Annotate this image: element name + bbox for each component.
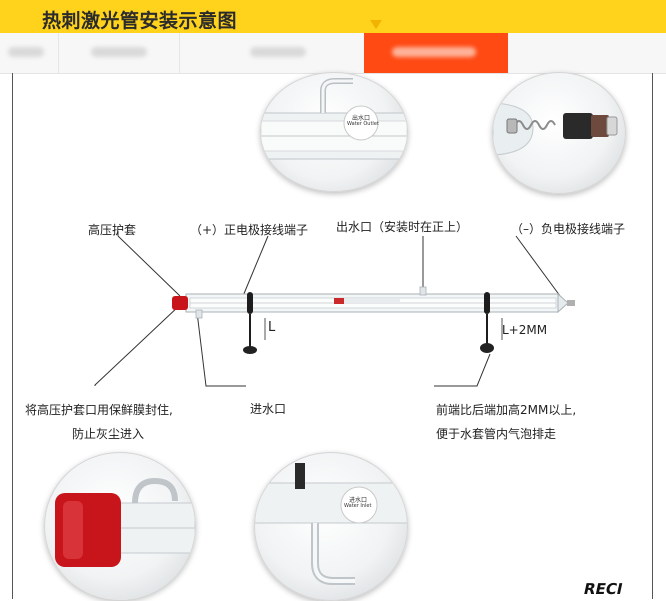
water-inlet-closeup: 进水口 Water Inlet [254,452,408,601]
active-tab-indicator-icon [370,20,382,29]
label-mark-l2: L+2MM [502,323,548,337]
label-water-outlet: 出水口（安装时在正上） [336,220,469,234]
label-negative-terminal: （–）负电极接线端子 [511,222,626,236]
water-outlet-closeup-illustration [261,78,407,160]
tab-1[interactable] [0,33,59,73]
negative-terminal-closeup-illustration [493,102,618,156]
negative-terminal-closeup [492,72,626,194]
label-positive-terminal: （+）正电极接线端子 [190,223,309,237]
high-voltage-cap-closeup [44,452,196,600]
sticker-inlet-cn: 进水口 [349,497,368,504]
page-title: 热刺激光管安装示意图 [42,10,238,32]
label-height-note-1: 前端比后端加高2MM以上, [436,403,577,417]
sticker-outlet-en: Water Outlet [347,121,379,127]
tab-3[interactable] [180,33,362,73]
tab-2[interactable] [59,33,180,73]
label-height-note-2: 便于水套管内气泡排走 [436,427,557,441]
water-outlet-closeup: 出水口 Water Outlet [260,72,408,192]
label-water-inlet: 进水口 [250,402,287,416]
content-frame [12,73,653,599]
brand-watermark: RECI [582,580,625,598]
water-inlet-closeup-illustration [255,463,407,585]
header-bar [0,0,666,33]
tab-strip [0,33,666,74]
high-voltage-cap-closeup-illustration [55,477,195,567]
label-high-voltage-cap: 高压护套 [88,223,137,237]
label-mark-l: L [268,320,276,335]
label-seal-note-2: 防止灰尘进入 [72,427,145,441]
label-seal-note-1: 将高压护套口用保鲜膜封住, [25,403,173,417]
sticker-outlet-cn: 出水口 [352,115,371,122]
tab-active[interactable] [364,33,508,73]
sticker-inlet-en: Water Inlet [344,503,372,509]
